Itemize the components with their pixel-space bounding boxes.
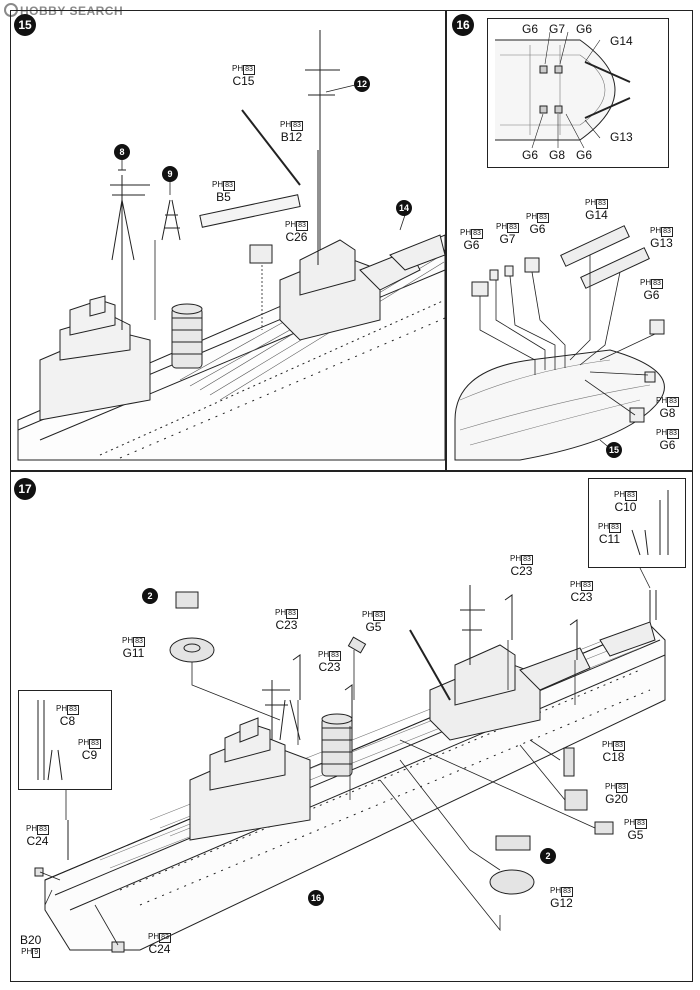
bridge-step-17 [189, 717, 311, 841]
inset-deck-detail [487, 18, 669, 168]
small-parts-step-17 [34, 591, 614, 953]
ref-step-16: 16 [308, 890, 324, 906]
panel-step-16 [446, 10, 693, 471]
step-number-15: 15 [14, 14, 36, 36]
ship-deck-step-16 [454, 349, 665, 461]
mast-parts-step-17 [37, 490, 669, 860]
mast-parts-step-15 [110, 30, 340, 330]
inset-mast-detail [588, 478, 686, 568]
inset-label-g6-bottom-left: G6 [522, 148, 539, 162]
inset-label-g6-bottom-right: G6 [576, 148, 593, 162]
ref-step-12: 12 [354, 76, 370, 92]
panel-step-17 [10, 471, 693, 982]
parts-step-16 [471, 225, 665, 423]
ref-step-2-top: 2 [142, 588, 158, 604]
inset-label-g6-top-right: G6 [576, 22, 593, 36]
ref-step-2-bottom: 2 [540, 848, 556, 864]
ref-step-14: 14 [396, 200, 412, 216]
superstructure-step-15 [279, 234, 446, 341]
deck-detail-step-16 [495, 31, 631, 149]
inset-label-g8-bottom: G8 [549, 148, 566, 162]
funnel-step-17 [321, 713, 353, 777]
leader-lines-step-15 [121, 84, 406, 330]
step-number-16: 16 [452, 14, 474, 36]
inset-label-g14: G14 [610, 34, 633, 48]
inset-label-g13: G13 [610, 130, 633, 144]
step-number-17: 17 [14, 478, 36, 500]
leader-lines-step-17 [39, 567, 651, 946]
bridge-step-15 [39, 295, 151, 421]
leader-lines-step-16 [479, 255, 656, 451]
funnel-step-15 [171, 303, 203, 369]
inset-label-g6-top-left: G6 [522, 22, 539, 36]
inset-label-g7-top: G7 [549, 22, 566, 36]
ref-step-8: 8 [114, 144, 130, 160]
ref-step-15: 15 [606, 442, 622, 458]
inset-bow-detail [18, 690, 112, 790]
ref-step-9: 9 [162, 166, 178, 182]
